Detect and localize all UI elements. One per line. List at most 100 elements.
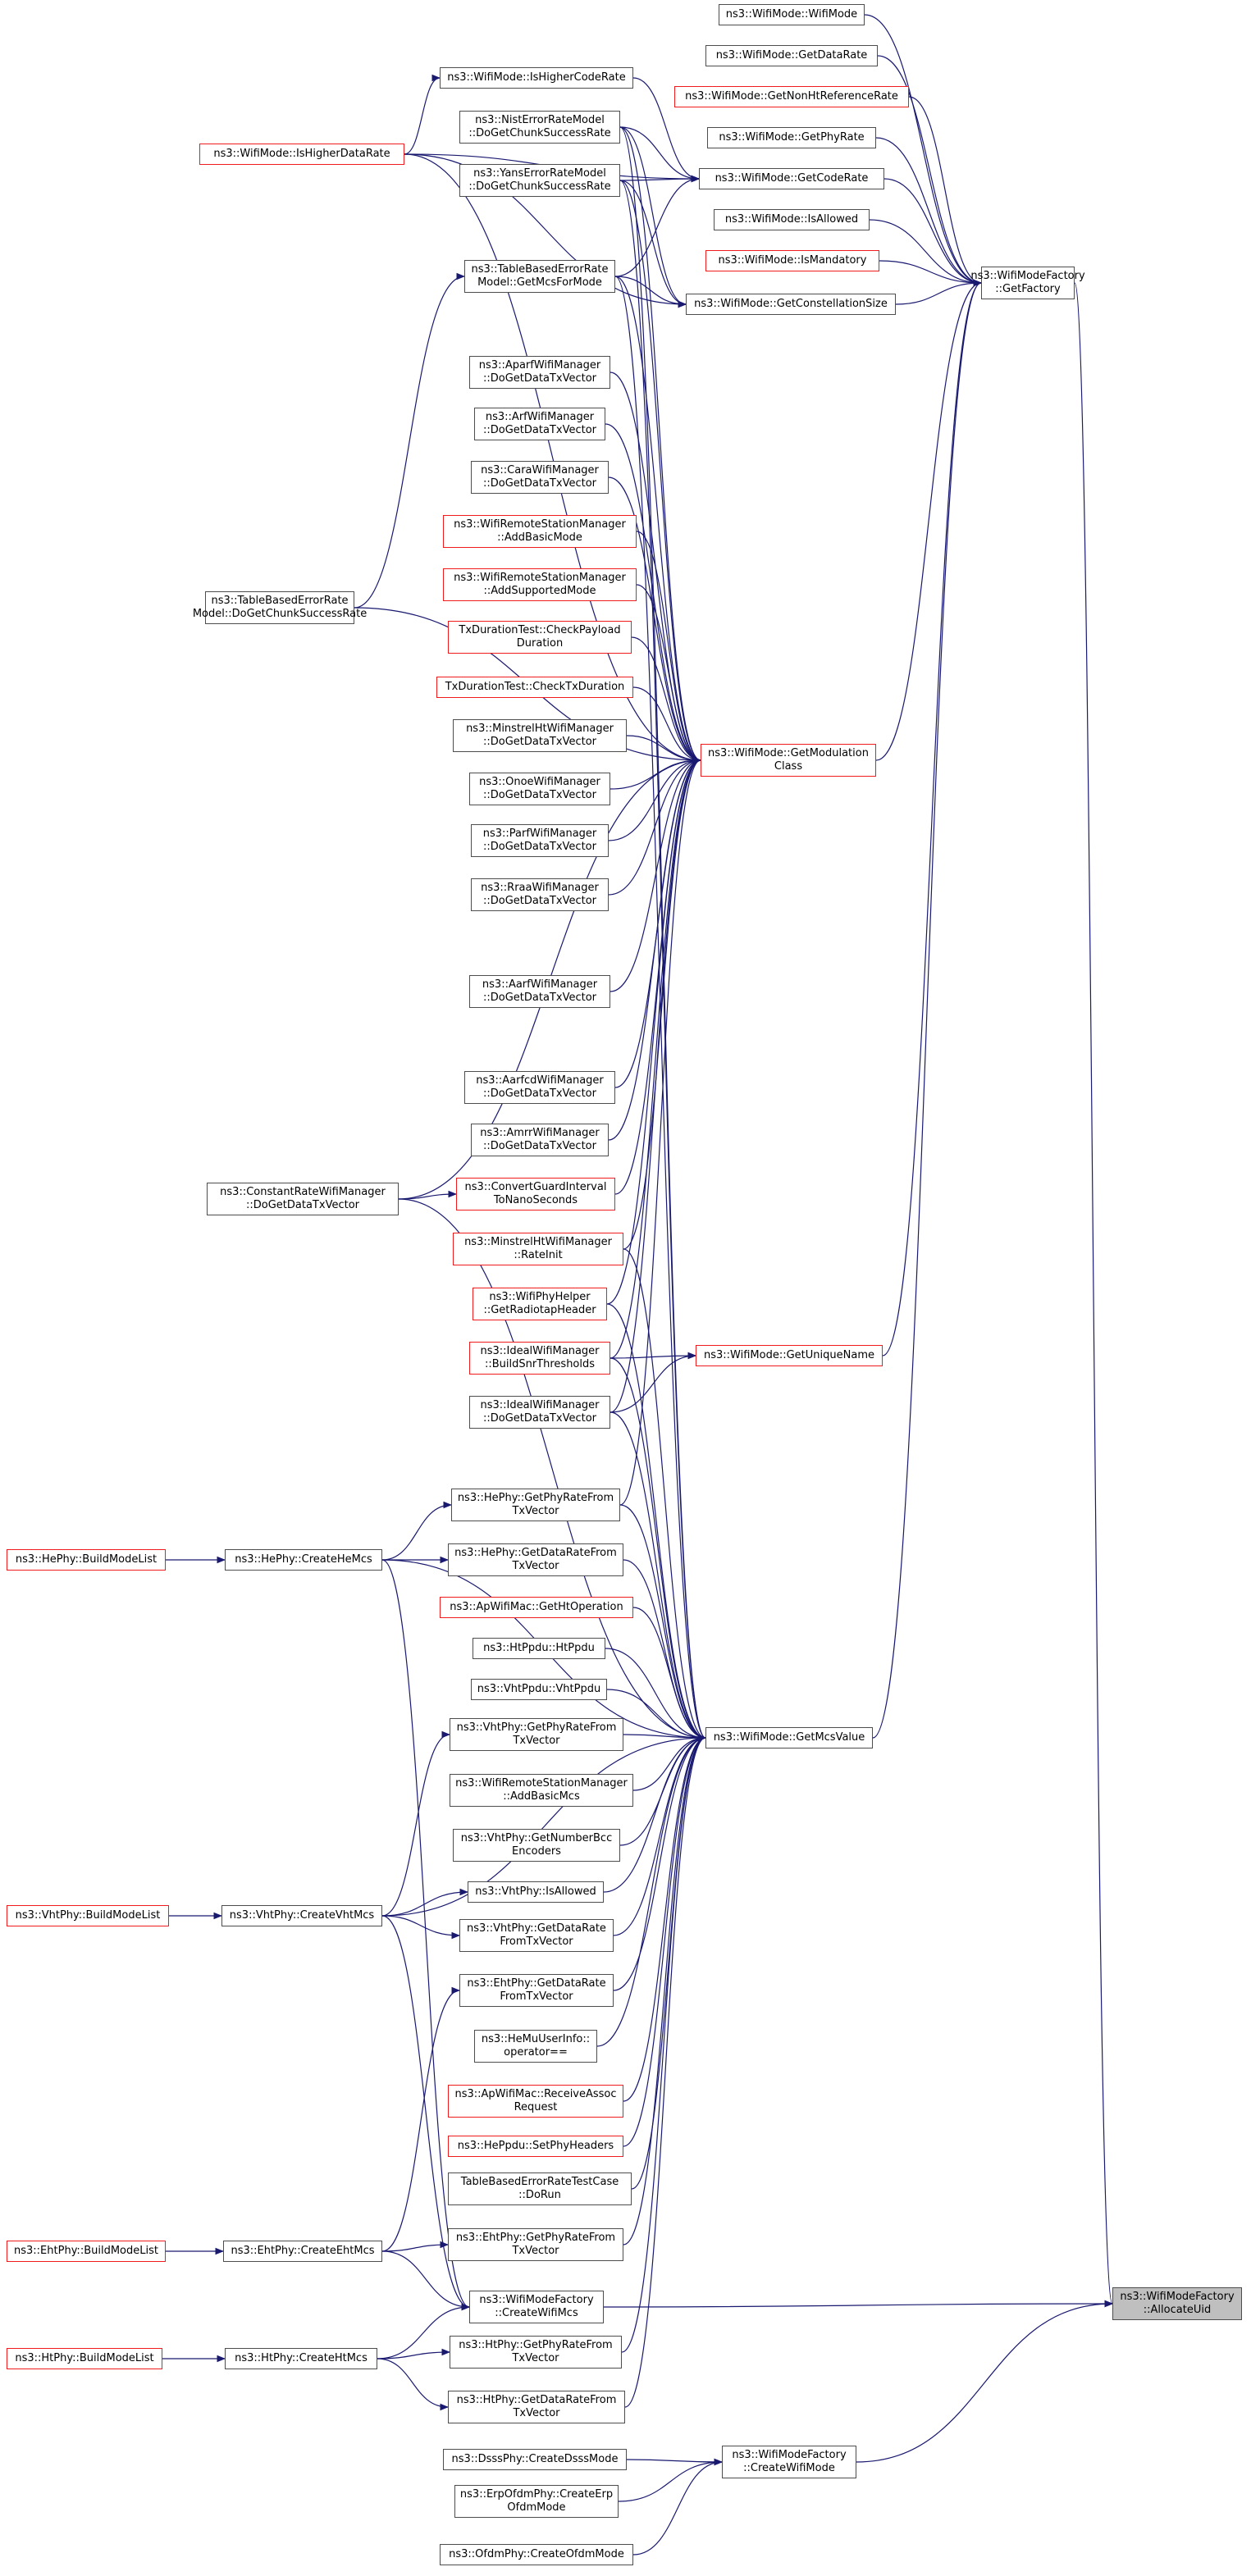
node-tablebasederrorratemodel-dogetchunksuccessrate[interactable]: ns3::TableBasedErrorRate Model::DoGetChu… <box>193 591 367 624</box>
node-tablebasederrorratemodel-getmcsformode[interactable]: ns3::TableBasedErrorRate Model::GetMcsFo… <box>464 260 615 293</box>
node-wifiremotestationmanager-addsupportedmode[interactable]: ns3::WifiRemoteStationManager ::AddSuppo… <box>443 568 637 601</box>
edge-minstrelht-to-wm_getmodclass <box>626 735 702 764</box>
edge-hephy_getphyrate-to-wm_getmodclass <box>619 756 702 1506</box>
edge-txdur_payload-to-wm_getmodclass <box>631 636 702 764</box>
node-wifimode-getmodulationclass[interactable]: ns3::WifiMode::GetModulation Class <box>701 744 876 777</box>
node-heppdu-setphyheaders[interactable]: ns3::HePpdu::SetPhyHeaders <box>448 2136 623 2157</box>
edge-minstrel_rateinit-to-wm_getmcsvalue <box>623 1248 707 1742</box>
edge-yans_chunk-to-wm_getcoderate <box>619 175 701 183</box>
node-vhtphy-buildmodelist[interactable]: ns3::VhtPhy::BuildModeList <box>7 1905 169 1926</box>
node-arfwifimanager-dogetdatatxvector[interactable]: ns3::ArfWifiManager ::DoGetDataTxVector <box>474 408 605 440</box>
node-idealwifimanager-buildsnrthresholds[interactable]: ns3::IdealWifiManager ::BuildSnrThreshol… <box>469 1342 610 1375</box>
node-txdurationtest-checkpayloadduration[interactable]: TxDurationTest::CheckPayload Duration <box>448 621 632 654</box>
node-vhtphy-isallowed[interactable]: ns3::VhtPhy::IsAllowed <box>468 1881 604 1903</box>
node-wifimodefactory-createwifimode[interactable]: ns3::WifiModeFactory ::CreateWifiMode <box>722 2446 856 2478</box>
edge-vhtphy_createvhtmcs-to-vhtphy_getphyrate <box>381 1730 451 1917</box>
edge-htphy_createhtmcs-to-wmf_createwifimcs <box>377 2303 471 2359</box>
node-hephy-getdataratefromtxvector[interactable]: ns3::HePhy::GetDataRateFrom TxVector <box>448 1543 623 1576</box>
node-apwifimac-receiveassocrequest[interactable]: ns3::ApWifiMac::ReceiveAssoc Request <box>448 2085 623 2118</box>
edge-tber_getmcs-to-wm_getconst <box>614 276 687 308</box>
node-ehtphy-getphyratefromtxvector[interactable]: ns3::EhtPhy::GetPhyRateFrom TxVector <box>448 2228 623 2261</box>
node-aarfcdwifimanager-dogetdatatxvector[interactable]: ns3::AarfcdWifiManager ::DoGetDataTxVect… <box>464 1071 615 1104</box>
node-erpofdmphy-createerpofdmmode[interactable]: ns3::ErpOfdmPhy::CreateErp OfdmMode <box>454 2485 619 2518</box>
node-minstrelhtwifimanager-rateinit[interactable]: ns3::MinstrelHtWifiManager ::RateInit <box>453 1233 623 1265</box>
node-wifimodefactory-getfactory[interactable]: ns3::WifiModeFactory ::GetFactory <box>970 267 1085 299</box>
edge-wm_getmcsvalue-to-wmf_getfactory <box>872 279 983 1739</box>
edge-hephy_getphyrate-to-wm_getmcsvalue <box>619 1504 707 1742</box>
node-ehtphy-createehtmcs[interactable]: ns3::EhtPhy::CreateEhtMcs <box>223 2241 382 2262</box>
edge-aarf-to-wm_getmodclass <box>610 756 702 992</box>
node-htppdu-htppdu[interactable]: ns3::HtPpdu::HtPpdu <box>473 1638 605 1659</box>
edge-wm_ishigherdatarate-to-wm_ishighercoderate <box>404 74 441 155</box>
node-ofdmphy-createofdmmode[interactable]: ns3::OfdmPhy::CreateOfdmMode <box>440 2544 633 2565</box>
node-convertguardintervaltonanoseconds[interactable]: ns3::ConvertGuardInterval ToNanoSeconds <box>456 1178 615 1210</box>
edge-ehtphy_createehtmcs-to-ehtphy_getphyrate <box>381 2241 450 2252</box>
node-ehtphy-buildmodelist[interactable]: ns3::EhtPhy::BuildModeList <box>7 2241 166 2262</box>
node-hephy-buildmodelist[interactable]: ns3::HePhy::BuildModeList <box>7 1549 166 1571</box>
node-yanserrorratemodel-dogetchunksuccessrate[interactable]: ns3::YansErrorRateModel ::DoGetChunkSucc… <box>459 164 620 197</box>
node-vhtphy-getphyratefromtxvector[interactable]: ns3::VhtPhy::GetPhyRateFrom TxVector <box>450 1718 623 1751</box>
edge-wm_getmodclass-to-wmf_getfactory <box>875 279 983 761</box>
node-rraawifimanager-dogetdatatxvector[interactable]: ns3::RraaWifiManager ::DoGetDataTxVector <box>471 878 609 911</box>
edge-wifiphyhelper-to-wm_getmcsvalue <box>606 1303 707 1742</box>
edge-wmf_getfactory-to-wmf_allocateuid <box>1074 282 1114 2307</box>
node-htphy-createhtmcs[interactable]: ns3::HtPhy::CreateHtMcs <box>225 2348 377 2369</box>
node-wifimode-isallowed[interactable]: ns3::WifiMode::IsAllowed <box>714 209 870 230</box>
node-constantratewifimanager-dogetdatatxvector[interactable]: ns3::ConstantRateWifiManager ::DoGetData… <box>207 1183 399 1215</box>
node-wifimode-ishighercoderate[interactable]: ns3::WifiMode::IsHigherCodeRate <box>440 67 633 89</box>
node-amrrwifimanager-dogetdatatxvector[interactable]: ns3::AmrrWifiManager ::DoGetDataTxVector <box>471 1124 609 1156</box>
edge-wm_getphyrate-to-wmf_getfactory <box>875 137 983 287</box>
node-wifimode-getconstellationsize[interactable]: ns3::WifiMode::GetConstellationSize <box>686 294 896 315</box>
node-txdurationtest-checktxduration[interactable]: TxDurationTest::CheckTxDuration <box>436 677 633 698</box>
node-idealwifimanager-dogetdatatxvector[interactable]: ns3::IdealWifiManager ::DoGetDataTxVecto… <box>469 1396 610 1429</box>
edge-nist_chunk-to-wm_getconst <box>619 126 687 308</box>
node-vhtphy-getdataratefromtxvector[interactable]: ns3::VhtPhy::GetDataRate FromTxVector <box>459 1919 614 1952</box>
node-wifimode-getuniquename[interactable]: ns3::WifiMode::GetUniqueName <box>696 1345 883 1366</box>
node-wifiremotestationmanager-addbasicmcs[interactable]: ns3::WifiRemoteStationManager ::AddBasic… <box>450 1774 633 1807</box>
node-hephy-getphyratefromtxvector[interactable]: ns3::HePhy::GetPhyRateFrom TxVector <box>451 1489 620 1521</box>
edge-constrate-to-convertgi <box>398 1190 458 1200</box>
edge-wm_ishighercoderate-to-wm_getcoderate <box>632 77 701 183</box>
edge-wmf_createwifimcs-to-wmf_allocateuid <box>603 2300 1114 2308</box>
node-wifimodefactory-allocateuid[interactable]: ns3::WifiModeFactory ::AllocateUid <box>1112 2287 1242 2320</box>
node-wifimode-getmcsvalue[interactable]: ns3::WifiMode::GetMcsValue <box>705 1727 873 1748</box>
node-htphy-buildmodelist[interactable]: ns3::HtPhy::BuildModeList <box>7 2348 162 2369</box>
node-vhtphy-createvhtmcs[interactable]: ns3::VhtPhy::CreateVhtMcs <box>221 1905 382 1926</box>
node-hephy-createhemcs[interactable]: ns3::HePhy::CreateHeMcs <box>225 1549 382 1571</box>
node-vhtppdu-vhtppdu[interactable]: ns3::VhtPpdu::VhtPpdu <box>471 1679 607 1700</box>
edge-hephy_createhemcs-to-wmf_createwifimcs <box>381 1559 471 2311</box>
node-tablebasederrorratetestcase-dorun[interactable]: TableBasedErrorRateTestCase ::DoRun <box>448 2173 632 2205</box>
node-wifimode-getphyrate[interactable]: ns3::WifiMode::GetPhyRate <box>707 127 876 148</box>
node-wifimode-ismandatory[interactable]: ns3::WifiMode::IsMandatory <box>705 250 879 271</box>
edge-wm_isallowed-to-wmf_getfactory <box>869 219 983 287</box>
node-wifimode-getnonhtreferencerate[interactable]: ns3::WifiMode::GetNonHtReferenceRate <box>674 86 909 107</box>
node-wifimode-wifimode[interactable]: ns3::WifiMode::WifiMode <box>719 4 865 25</box>
node-apwifimac-gethtoperation[interactable]: ns3::ApWifiMac::GetHtOperation <box>440 1597 633 1618</box>
node-minstrelhtwifimanager-dogetdatatxvector[interactable]: ns3::MinstrelHtWifiManager ::DoGetDataTx… <box>453 719 627 752</box>
edge-parf-to-wm_getmodclass <box>608 756 702 841</box>
node-onoewifimanager-dogetdatatxvector[interactable]: ns3::OnoeWifiManager ::DoGetDataTxVector <box>469 773 610 805</box>
node-wifimode-ishigherdatarate[interactable]: ns3::WifiMode::IsHigherDataRate <box>199 144 404 165</box>
edge-apwifimac_getht-to-wm_getmcsvalue <box>632 1607 707 1742</box>
node-htphy-getdataratefromtxvector[interactable]: ns3::HtPhy::GetDataRateFrom TxVector <box>448 2391 625 2423</box>
node-wifimode-getcoderate[interactable]: ns3::WifiMode::GetCodeRate <box>699 168 884 189</box>
node-wifiremotestationmanager-addbasicmode[interactable]: ns3::WifiRemoteStationManager ::AddBasic… <box>443 515 637 548</box>
edge-htphy_createhtmcs-to-htphy_getdatarate <box>377 2358 450 2411</box>
node-carawifimanager-dogetdatatxvector[interactable]: ns3::CaraWifiManager ::DoGetDataTxVector <box>471 461 609 494</box>
node-wifimode-getdatarate[interactable]: ns3::WifiMode::GetDataRate <box>705 45 878 66</box>
node-vhtphy-getnumberbccencoders[interactable]: ns3::VhtPhy::GetNumberBcc Encoders <box>453 1829 620 1862</box>
edge-amrr-to-wm_getmodclass <box>608 756 702 1141</box>
node-hemuuserinfo-operator-equals[interactable]: ns3::HeMuUserInfo:: operator== <box>474 2030 597 2063</box>
edge-wm_ishigherdatarate-to-wm_getconst <box>404 153 687 308</box>
node-wifimodefactory-createwifimcs[interactable]: ns3::WifiModeFactory ::CreateWifiMcs <box>469 2291 604 2323</box>
edge-yans_chunk-to-wm_getmcsvalue <box>619 180 707 1741</box>
node-aparfwifimanager-dogetdatatxvector[interactable]: ns3::AparfWifiManager ::DoGetDataTxVecto… <box>469 356 610 389</box>
edge-ofdmphy_create-to-wmf_createwifimode <box>632 2458 724 2555</box>
node-parfwifimanager-dogetdatatxvector[interactable]: ns3::ParfWifiManager ::DoGetDataTxVector <box>471 824 609 857</box>
node-wifiphyhelper-getradiotapheader[interactable]: ns3::WifiPhyHelper ::GetRadiotapHeader <box>473 1288 607 1320</box>
node-htphy-getphyratefromtxvector[interactable]: ns3::HtPhy::GetPhyRateFrom TxVector <box>450 2336 622 2369</box>
node-nisterrorratemodel-dogetchunksuccessrate[interactable]: ns3::NistErrorRateModel ::DoGetChunkSucc… <box>459 111 620 144</box>
node-dsssphy-createdsssmode[interactable]: ns3::DsssPhy::CreateDsssMode <box>443 2449 627 2470</box>
node-ehtphy-getdataratefromtxvector[interactable]: ns3::EhtPhy::GetDataRate FromTxVector <box>459 1974 614 2007</box>
node-aarfwifimanager-dogetdatatxvector[interactable]: ns3::AarfWifiManager ::DoGetDataTxVector <box>469 975 610 1008</box>
